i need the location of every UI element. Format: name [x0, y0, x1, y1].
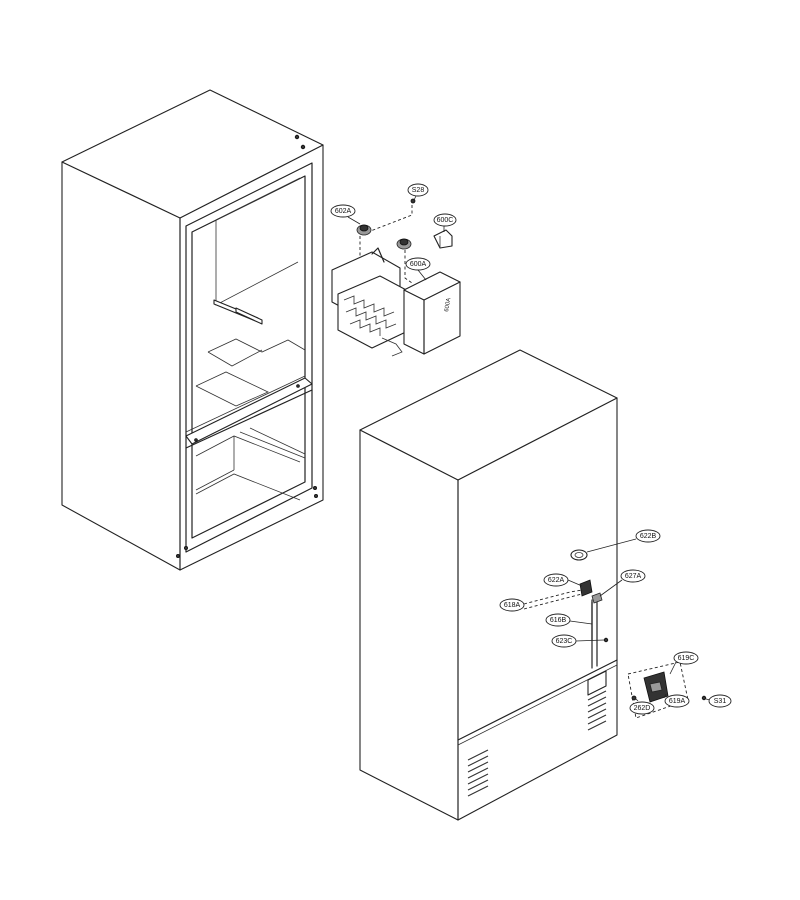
callout-622B: 622B	[586, 529, 661, 553]
screw-262D	[631, 695, 637, 701]
grommet-622B	[570, 549, 588, 561]
callout-600A: 600A	[405, 257, 431, 281]
callout-619C: 619C	[669, 651, 699, 675]
bracket-600C	[433, 229, 453, 249]
callout-627A: 627A	[599, 569, 646, 597]
callout-label: 627A	[625, 573, 642, 580]
callout-label: 262D	[634, 705, 651, 712]
water-valve-group	[627, 661, 707, 719]
rear-vent-grille	[467, 749, 489, 797]
refrigerator-cabinet-rear	[359, 349, 618, 821]
callout-600C: 600C	[433, 213, 457, 232]
refrigerator-cabinet-front	[61, 89, 324, 571]
callout-label: 622B	[640, 533, 657, 540]
knob-secondary	[396, 238, 412, 250]
callout-602A: 602A	[330, 204, 361, 225]
callout-622A: 622A	[543, 573, 583, 587]
access-panel	[587, 670, 607, 696]
clamp-622A	[579, 579, 593, 597]
callout-623C: 623C	[551, 634, 605, 648]
ice-maker-assembly: 600A	[331, 198, 461, 357]
callout-label: S31	[714, 698, 727, 705]
callout-262D: 262D	[629, 698, 655, 715]
callout-label: 616B	[550, 617, 567, 624]
callout-S31: S31	[705, 694, 732, 708]
callout-label: 602A	[335, 208, 352, 215]
knob-602A	[356, 224, 372, 236]
water-line-parts	[523, 549, 609, 643]
callout-label: S28	[412, 187, 425, 194]
callout-label: 623C	[556, 638, 573, 645]
callout-label: 622A	[548, 577, 565, 584]
callout-619A: 619A	[663, 693, 690, 708]
callout-label: 600C	[437, 217, 454, 224]
callout-618A: 618A	[499, 598, 525, 612]
icemaker-side-mark: 600A	[444, 298, 452, 313]
callout-label: 618A	[504, 602, 521, 609]
side-vent-grille	[587, 690, 607, 731]
callout-616B: 616B	[545, 613, 593, 627]
callout-label: 600A	[410, 261, 427, 268]
callout-S28: S28	[407, 183, 429, 201]
callout-label: 619A	[669, 698, 686, 705]
callout-label: 619C	[678, 655, 695, 662]
